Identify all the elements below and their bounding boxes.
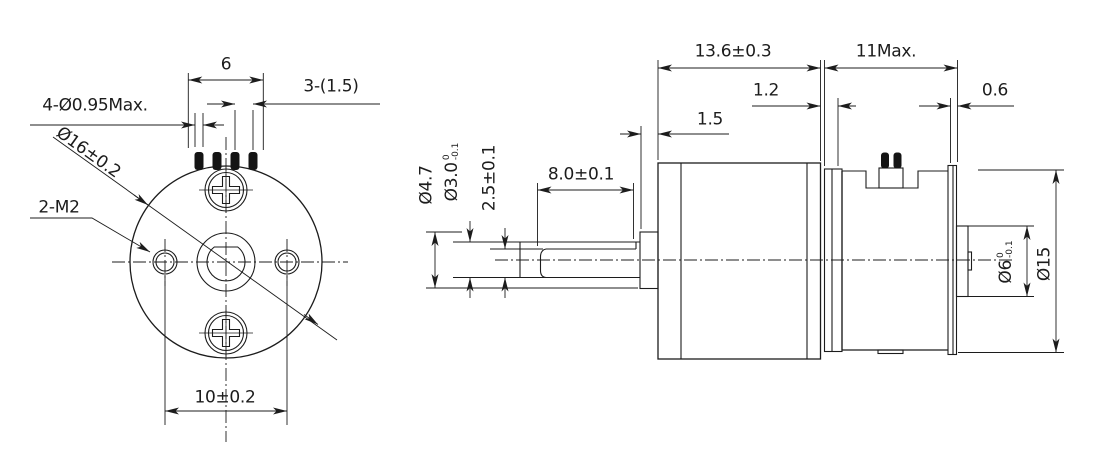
shaft-dcut-circle bbox=[206, 246, 246, 282]
output-shaft bbox=[519, 241, 640, 279]
label-dim-pin-span: 6 bbox=[220, 54, 232, 75]
label-dim-hole-spacing: 10±0.2 bbox=[194, 387, 256, 408]
bottom-tab bbox=[877, 349, 904, 355]
front-centerlines bbox=[112, 137, 348, 442]
shaft-flat bbox=[546, 242, 637, 250]
terminal-block bbox=[878, 167, 904, 189]
label-dim-gearbox-length: 13.6±0.3 bbox=[694, 41, 772, 62]
label-dim-pin-pitch: 3-(1.5) bbox=[303, 76, 359, 97]
label-dim-rear-step: 0.6 bbox=[981, 80, 1009, 101]
shaft-dia-value: Ø3.0 bbox=[441, 162, 462, 202]
label-dim-front-step: 1.2 bbox=[752, 80, 780, 101]
side-view bbox=[495, 152, 1012, 360]
label-dim-boss-dia: Ø4.7 bbox=[416, 165, 437, 205]
shaft-dia-tolerance: 0 -0.1 bbox=[442, 142, 461, 161]
rear-pivot bbox=[967, 251, 973, 271]
terminal-pins-front bbox=[194, 152, 258, 170]
label-dim-rear-boss-dia: Ø6 0 -0.1 bbox=[995, 240, 1016, 284]
side-dimensions bbox=[426, 60, 1064, 353]
label-dim-pin-dia: 4-Ø0.95Max. bbox=[42, 95, 148, 116]
label-dim-flat-height: 2.5±0.1 bbox=[479, 144, 500, 212]
label-dim-mount-holes: 2-M2 bbox=[38, 197, 80, 218]
label-dim-body-dia: Ø15 bbox=[1034, 246, 1055, 282]
gearbox-body bbox=[657, 162, 822, 360]
label-dim-motor-length: 11Max. bbox=[855, 41, 917, 62]
terminal-pins-side bbox=[881, 152, 902, 169]
label-dim-shaft-dia: Ø3.0 0 -0.1 bbox=[441, 142, 462, 202]
label-dim-boss-length: 1.5 bbox=[696, 109, 724, 130]
rear-boss bbox=[955, 225, 973, 298]
rear-boss-dia-tolerance: 0 -0.1 bbox=[996, 240, 1015, 258]
motor-can bbox=[841, 167, 948, 355]
rear-boss-dia-value: Ø6 bbox=[995, 259, 1016, 284]
front-view bbox=[112, 137, 348, 442]
front-dimensions bbox=[30, 73, 380, 425]
label-dim-flat-length: 8.0±0.1 bbox=[547, 164, 615, 185]
